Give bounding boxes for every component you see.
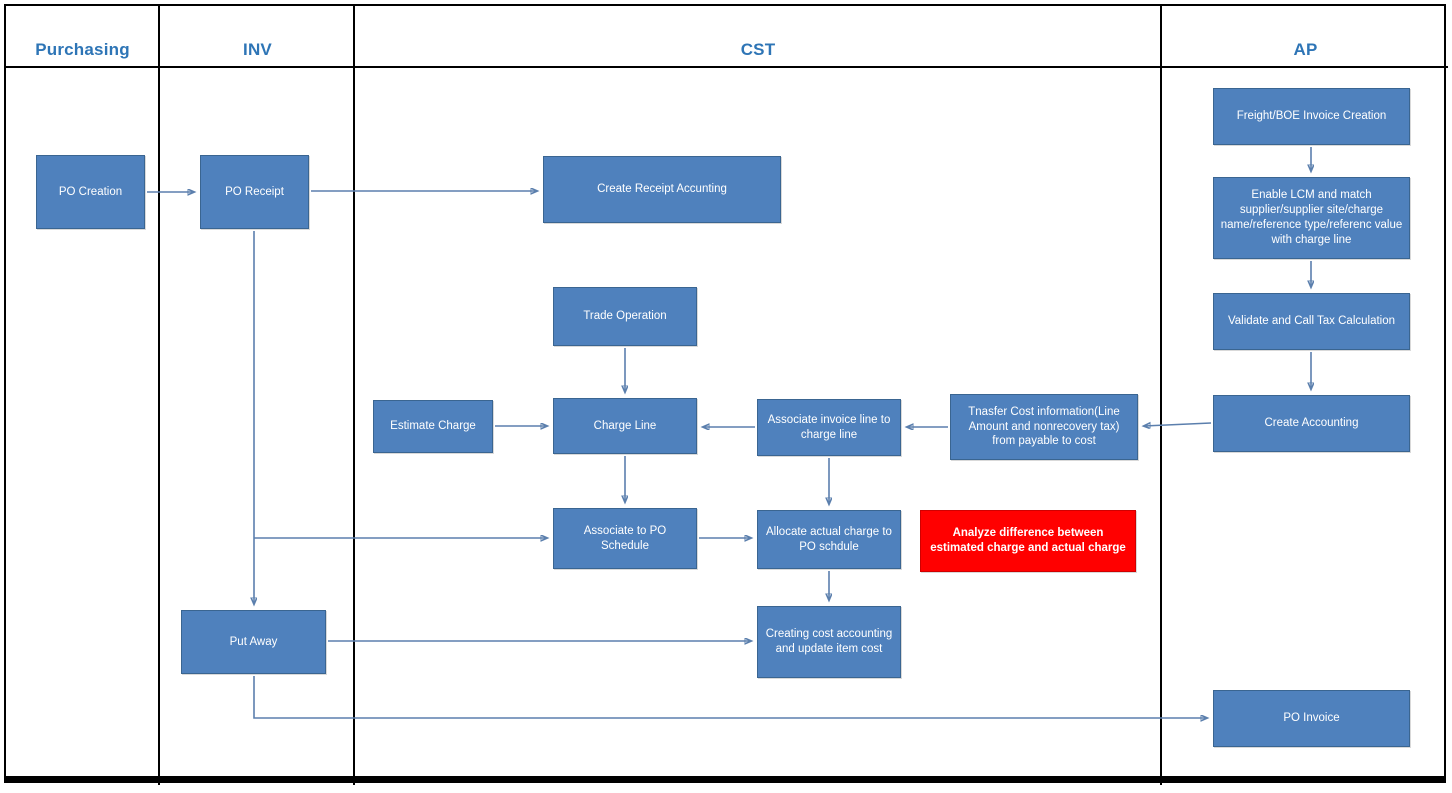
node-charge-line: Charge Line (553, 398, 697, 454)
lane-title-purchasing: Purchasing (35, 40, 130, 59)
node-associate-invoice-line: Associate invoice line to charge line (757, 399, 901, 456)
node-po-creation: PO Creation (36, 155, 145, 229)
lane-divider-cst-ap (1160, 4, 1162, 785)
node-validate-tax-calculation: Validate and Call Tax Calculation (1213, 293, 1410, 350)
lane-header-separator (4, 66, 1448, 68)
node-creating-cost-accounting: Creating cost accounting and update item… (757, 606, 901, 678)
node-trade-operation: Trade Operation (553, 287, 697, 346)
lane-title-inv: INV (243, 40, 272, 59)
node-analyze-difference: Analyze difference between estimated cha… (920, 510, 1136, 572)
lane-title-cst: CST (740, 40, 776, 59)
node-po-receipt: PO Receipt (200, 155, 309, 229)
node-create-receipt-accounting: Create Receipt Accunting (543, 156, 781, 223)
arrow-put-away-to-po-invoice (253, 676, 1207, 718)
node-estimate-charge: Estimate Charge (373, 400, 493, 453)
node-put-away: Put Away (181, 610, 326, 674)
node-enable-lcm-match: Enable LCM and match supplier/supplier s… (1213, 177, 1410, 259)
node-po-invoice: PO Invoice (1213, 690, 1410, 747)
node-freight-boe-invoice: Freight/BOE Invoice Creation (1213, 88, 1410, 145)
node-create-accounting: Create Accounting (1213, 395, 1410, 452)
node-transfer-cost-info: Tnasfer Cost information(Line Amount and… (950, 394, 1138, 460)
lane-divider-purchasing-inv (158, 4, 160, 785)
node-allocate-actual-charge: Allocate actual charge to PO schdule (757, 510, 901, 569)
arrow-create-accounting-to-transfer-cost (1144, 423, 1212, 426)
lane-title-ap: AP (1293, 40, 1318, 59)
lane-divider-inv-cst (353, 4, 355, 785)
node-associate-po-schedule: Associate to PO Schedule (553, 508, 697, 569)
